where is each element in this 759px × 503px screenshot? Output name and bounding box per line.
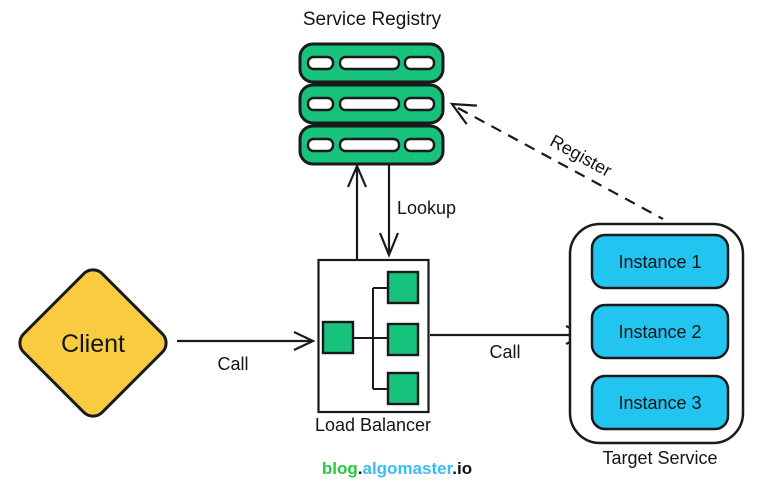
call-lb-service-edge: Call [430,325,588,362]
lookup-label: Lookup [397,198,456,218]
instance-label: Instance 3 [618,393,701,413]
instance-label: Instance 2 [618,322,701,342]
instance-label: Instance 1 [618,252,701,272]
client-diamond [18,268,168,418]
instance-box [590,374,730,431]
call-client-lb-edge: Call [177,331,316,374]
load-balancer-node: Load Balancer [315,258,431,435]
target-service-node: Instance 1 Instance 2 Instance 3 Target … [568,222,745,468]
service-registry-label: Service Registry [303,9,442,30]
client-label: Client [61,330,125,358]
lb-target-square [386,322,420,357]
lb-target-square [386,371,420,406]
server-slot [306,96,335,112]
arrowhead-down-icon [378,232,400,258]
server-stack-icon [298,42,445,166]
register-edge: Register [449,102,664,220]
arrowhead-upleft-icon [449,102,477,125]
brand-algomaster: algomaster [363,459,454,478]
server-slot [403,96,436,112]
server-slot [306,55,335,71]
brand-io: io [457,459,472,478]
branding-footer: blog.algomaster.io [322,459,472,478]
arrowhead-up-icon [346,163,368,188]
server-slot [306,137,335,153]
lb-target-square [386,270,420,305]
call-label: Call [489,342,520,362]
arrowhead-right-icon [293,331,316,351]
server-slot [338,55,401,71]
call-label: Call [217,354,248,374]
register-label: Register [547,131,615,181]
lookup-edge: Lookup [346,163,456,261]
load-balancer-label: Load Balancer [315,415,431,435]
instance-box [590,303,730,360]
server-slot [403,137,436,153]
brand-dot: . [358,459,363,478]
register-dashed-line [457,107,664,220]
instance-box [590,233,730,290]
server-slot [403,55,436,71]
lb-input-square [321,320,355,355]
brand-dot: . [452,459,457,478]
server-slot [338,96,401,112]
brand-blog: blog [322,459,358,478]
server-slot [338,137,401,153]
target-service-label: Target Service [602,448,717,468]
service-registry-node: Service Registry [298,9,445,166]
client-node: Client [18,268,168,418]
